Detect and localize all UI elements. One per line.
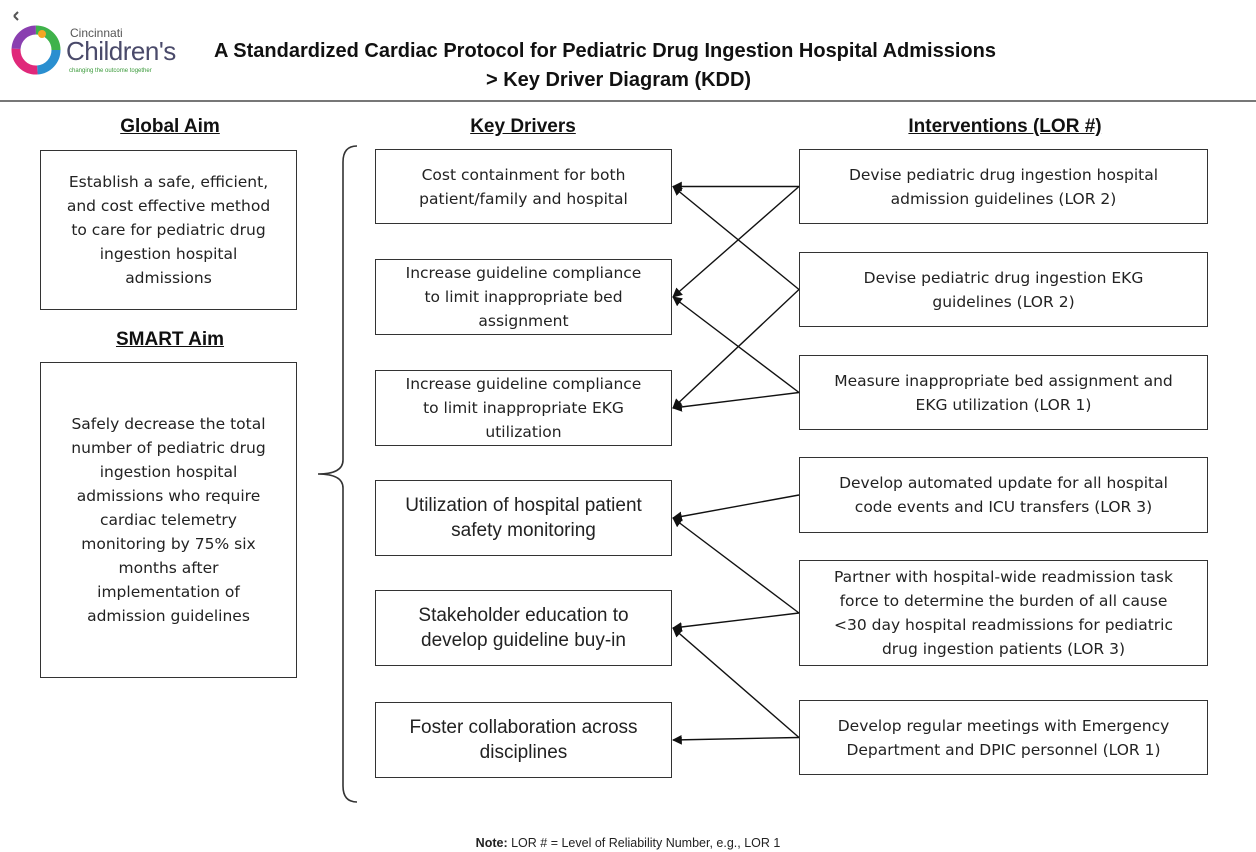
left-brace	[317, 145, 358, 803]
key-driver-box: Increase guideline compliance to limit i…	[375, 370, 672, 446]
logo-wordmark-small: Cincinnati	[70, 26, 123, 40]
logo-tagline: changing the outcome together	[69, 68, 152, 74]
connector-arrow	[672, 185, 800, 298]
global-aim-line: ingestion hospital	[99, 245, 238, 263]
key-driver-box: Utilization of hospital patient safety m…	[375, 480, 672, 556]
title-line-2: > Key Driver Diagram (KDD)	[486, 69, 752, 91]
intervention-box: Measure inappropriate bed assignment and…	[799, 355, 1208, 430]
connector-arrow	[672, 734, 800, 745]
smart-aim-line: cardiac telemetry	[100, 511, 237, 529]
connector-arrow	[672, 391, 800, 412]
key-driver-box: Foster collaboration across disciplines	[375, 702, 672, 778]
key-drivers-heading: Key Drivers	[470, 116, 576, 137]
intervention-line: Develop automated update for all hospita…	[839, 474, 1168, 492]
key-driver-line: Foster collaboration across	[409, 717, 638, 738]
intervention-line: Partner with hospital-wide readmission t…	[834, 568, 1173, 586]
key-driver-line: utilization	[485, 423, 562, 441]
title-line-1: A Standardized Cardiac Protocol for Pedi…	[214, 40, 996, 62]
connector-arrow	[672, 627, 800, 739]
intervention-line: <30 day hospital readmissions for pediat…	[833, 616, 1174, 634]
key-driver-box: Cost containment for both patient/family…	[375, 149, 672, 224]
intervention-line: Develop regular meetings with Emergency	[837, 716, 1170, 735]
cincinnati-childrens-logo: Cincinnati Children's changing the outco…	[8, 10, 198, 82]
intervention-line: Devise pediatric drug ingestion hospital	[848, 165, 1159, 184]
smart-aim-line: ingestion hospital	[99, 463, 238, 481]
key-driver-line: to limit inappropriate bed	[424, 288, 623, 306]
key-driver-line: Increase guideline compliance	[405, 264, 642, 282]
intervention-line: code events and ICU transfers (LOR 3)	[854, 498, 1153, 516]
intervention-box: Partner with hospital-wide readmission t…	[799, 560, 1208, 666]
key-driver-line: assignment	[478, 312, 569, 330]
logo-mark-icon	[11, 11, 61, 75]
smart-aim-line: admissions who require	[76, 487, 261, 505]
key-driver-line: to limit inappropriate EKG	[423, 399, 624, 417]
header-divider	[0, 100, 1256, 102]
smart-aim-line: implementation of	[97, 583, 240, 601]
intervention-box: Devise pediatric drug ingestion hospital…	[799, 149, 1208, 224]
key-driver-line: Increase guideline compliance	[405, 375, 642, 393]
footnote: Note: LOR # = Level of Reliability Numbe…	[0, 836, 1256, 850]
global-aim-box: Establish a safe, efficient, and cost ef…	[40, 150, 297, 310]
key-driver-box: Increase guideline compliance to limit i…	[375, 259, 672, 335]
key-driver-line: safety monitoring	[451, 520, 596, 541]
intervention-line: drug ingestion patients (LOR 3)	[881, 640, 1126, 658]
note-text: LOR # = Level of Reliability Number, e.g…	[507, 836, 781, 850]
global-aim-heading: Global Aim	[120, 116, 220, 137]
key-driver-line: disciplines	[479, 742, 568, 763]
global-aim-line: admissions	[125, 269, 212, 287]
intervention-line: force to determine the burden of all cau…	[839, 592, 1168, 610]
connector-arrow	[672, 517, 800, 614]
intervention-box: Develop regular meetings with Emergency …	[799, 700, 1208, 775]
smart-aim-line: admission guidelines	[87, 607, 250, 625]
intervention-line: Measure inappropriate bed assignment and	[834, 371, 1173, 390]
intervention-box: Develop automated update for all hospita…	[799, 457, 1208, 533]
key-driver-line: Cost containment for both	[421, 165, 626, 184]
connector-arrow	[672, 494, 800, 522]
key-driver-box: Stakeholder education to develop guideli…	[375, 590, 672, 666]
intervention-line: admission guidelines (LOR 2)	[890, 189, 1117, 208]
smart-aim-box: Safely decrease the total number of pedi…	[40, 362, 297, 678]
connector-arrow	[672, 296, 800, 394]
intervention-line: Department and DPIC personnel (LOR 1)	[846, 740, 1161, 759]
key-driver-line: patient/family and hospital	[419, 189, 628, 208]
smart-aim-line: Safely decrease the total	[71, 415, 266, 433]
intervention-line: EKG utilization (LOR 1)	[915, 395, 1092, 414]
key-driver-line: develop guideline buy-in	[421, 630, 626, 651]
connector-arrow	[672, 288, 800, 409]
note-label: Note:	[475, 836, 508, 850]
smart-aim-heading: SMART Aim	[115, 329, 225, 350]
connector-arrow	[672, 185, 800, 291]
global-aim-line: and cost effective method	[66, 197, 271, 215]
smart-aim-line: months after	[118, 559, 219, 577]
interventions-heading: Interventions (LOR #)	[908, 116, 1102, 137]
intervention-line: Devise pediatric drug ingestion EKG	[863, 268, 1144, 287]
key-driver-line: Utilization of hospital patient	[405, 495, 642, 516]
smart-aim-line: monitoring by 75% six	[81, 535, 256, 553]
key-driver-line: Stakeholder education to	[418, 605, 629, 626]
page-title: A Standardized Cardiac Protocol for Pedi…	[214, 37, 1054, 95]
connector-arrow	[672, 612, 800, 632]
global-aim-line: to care for pediatric drug	[71, 221, 266, 239]
global-aim-line: Establish a safe, efficient,	[68, 173, 269, 191]
smart-aim-line: number of pediatric drug	[71, 439, 266, 457]
intervention-box: Devise pediatric drug ingestion EKG guid…	[799, 252, 1208, 327]
logo-wordmark-large: Children's	[66, 36, 176, 66]
intervention-line: guidelines (LOR 2)	[932, 292, 1075, 311]
